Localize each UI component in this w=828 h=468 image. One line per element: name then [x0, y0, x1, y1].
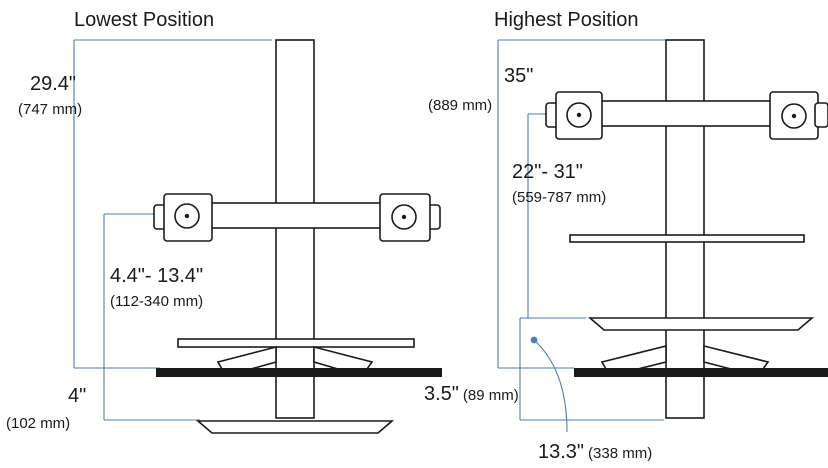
highest-range-mm: (559-787 mm): [512, 189, 606, 206]
highest-support-pole: [665, 39, 705, 419]
lowest-desk-gap-inches: 4": [68, 385, 86, 407]
highest-tray-depth-inches: 13.3": [538, 441, 584, 463]
highest-tray-depth-label: 13.3"(338 mm): [538, 441, 652, 463]
lowest-stand-base: [195, 420, 395, 434]
highest-desk-gap-inches: 3.5": [424, 383, 459, 405]
highest-range-inches: 22"- 31": [512, 161, 583, 183]
highest-height-inches: 35": [504, 65, 533, 87]
lowest-position-panel: Lowest Position: [6, 9, 442, 434]
lowest-range-inches: 4.4"- 13.4": [110, 265, 203, 287]
highest-height-mm: (889 mm): [428, 97, 492, 114]
lowest-height-inches: 29.4": [30, 73, 76, 95]
highest-position-panel: Highest Position: [424, 9, 828, 463]
lowest-desk-gap-mm: (102 mm): [6, 415, 70, 432]
highest-desk-gap-label: 3.5"(89 mm): [424, 383, 519, 405]
lowest-desk-surface: [156, 368, 442, 377]
highest-desk-surface: [574, 368, 828, 377]
lowest-dimension-lines: [73, 39, 272, 421]
highest-monitor-arm: [545, 91, 828, 140]
highest-tray-depth-mm: (338 mm): [588, 445, 652, 462]
highest-upper-shelf: [569, 234, 805, 243]
highest-desk-gap-mm: (89 mm): [463, 387, 519, 404]
lowest-monitor-arm: [153, 193, 441, 242]
lowest-support-pole: [275, 39, 315, 419]
highest-dimension-lines: [497, 39, 666, 433]
lowest-position-title: Lowest Position: [74, 9, 214, 31]
highest-position-title: Highest Position: [494, 9, 639, 31]
lowest-height-mm: (747 mm): [18, 101, 82, 118]
lowest-range-mm: (112-340 mm): [110, 293, 203, 310]
